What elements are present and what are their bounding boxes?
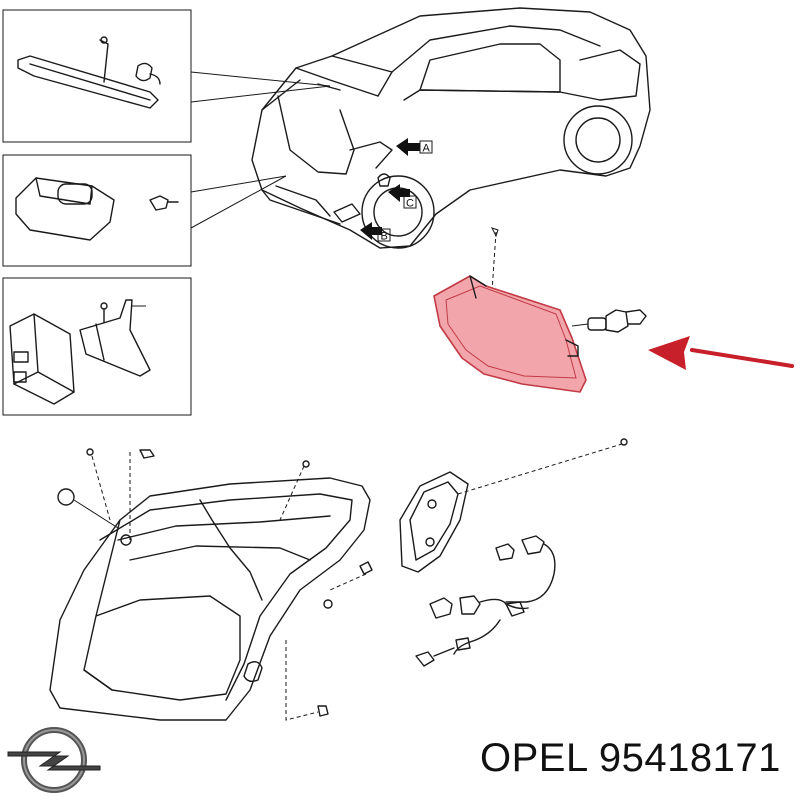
lightning-bolt-icon	[7, 751, 101, 771]
part-number-caption: OPEL 95418171	[480, 736, 781, 781]
callout-c-label: C	[406, 198, 414, 210]
inset-control-module	[2, 277, 192, 416]
leader-line-1	[190, 71, 331, 87]
opel-logo	[7, 727, 101, 793]
callout-a: A	[396, 138, 433, 156]
tail-lamp-assembly	[49, 448, 373, 721]
bulb-holder-and-harness	[399, 438, 628, 667]
vehicle-outline	[251, 7, 651, 249]
inset-license-plate-lamp	[2, 154, 192, 267]
callout-c: C	[377, 173, 417, 210]
callout-a-label: A	[423, 143, 431, 155]
pointer-arrow	[648, 336, 794, 370]
callout-b-label: B	[381, 231, 388, 243]
highlighted-rear-reflector	[433, 227, 647, 393]
callout-b: B	[360, 222, 391, 243]
leader-line-2	[190, 85, 331, 103]
leader-line-3	[190, 175, 287, 193]
leader-line-4	[190, 175, 287, 229]
part-number: 95418171	[598, 736, 781, 780]
inset-high-mount-stop-lamp	[2, 9, 192, 143]
brand-name: OPEL	[480, 736, 588, 780]
